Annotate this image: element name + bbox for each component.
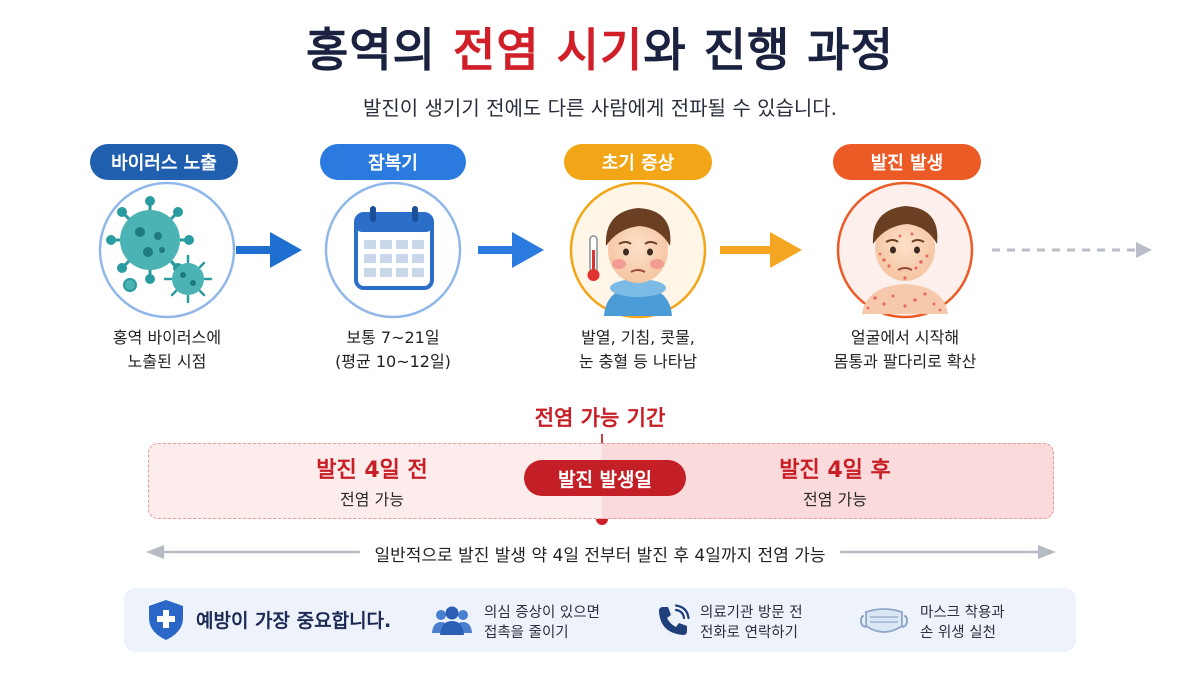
rash-child-icon: [836, 181, 974, 319]
stage-desc-rash-onset: 얼굴에서 시작해 몸통과 팔다리로 확산: [795, 326, 1015, 374]
rash-onset-day-badge: 발진 발생일: [524, 460, 686, 496]
page-subtitle: 발진이 생기기 전에도 다른 사람에게 전파될 수 있습니다.: [362, 96, 838, 120]
connector-arrow-1: [236, 232, 302, 268]
tip-line: 마스크 착용과: [920, 605, 1005, 621]
after-label: 발진 4일 후 전염 가능: [735, 452, 935, 510]
contagious-summary: 일반적으로 발진 발생 약 4일 전부터 발진 후 4일까지 전염 가능: [0, 541, 1200, 566]
title-part1: 홍역의: [306, 23, 454, 77]
sick-child-icon: [569, 181, 707, 319]
calendar-icon: [324, 181, 462, 319]
connector-arrow-2: [478, 232, 544, 268]
stage-pill-early-symptoms: 초기 증상: [564, 144, 712, 180]
prevention-bar: [124, 588, 1076, 652]
after-label-title: 발진 4일 후: [779, 458, 891, 483]
title-highlight: 전염 시기: [453, 23, 644, 77]
people-icon: [432, 606, 472, 635]
tip-call-ahead: 의료기관 방문 전 전화로 연락하기: [700, 603, 803, 643]
stage-desc-incubation: 보통 7~21일 (평균 10~12일): [283, 326, 503, 374]
virus-icon: [98, 181, 236, 319]
page-title: 홍역의 전염 시기와 진행 과정: [0, 14, 1200, 80]
stage-desc-exposure: 홍역 바이러스에 노출된 시점: [57, 326, 277, 374]
prevention-title: 예방이 가장 중요합니다.: [196, 610, 392, 632]
stage-desc-line: 발열, 기침, 콧물,: [581, 328, 695, 347]
stage-pill-exposure: 바이러스 노출: [90, 144, 238, 180]
tip-line: 의료기관 방문 전: [700, 605, 803, 621]
contagious-summary-text: 일반적으로 발진 발생 약 4일 전부터 발진 후 4일까지 전염 가능: [360, 546, 840, 566]
stage-pill-incubation: 잠복기: [320, 144, 466, 180]
after-label-note: 전염 가능: [803, 490, 867, 509]
stage-desc-line: 얼굴에서 시작해: [850, 328, 960, 347]
stage-pill-rash-onset: 발진 발생: [833, 144, 981, 180]
before-label-note: 전염 가능: [340, 490, 404, 509]
stage-desc-line: 몸통과 팔다리로 확산: [833, 352, 977, 371]
connector-arrow-3: [720, 232, 802, 268]
stage-desc-early-symptoms: 발열, 기침, 콧물, 눈 충혈 등 나타남: [528, 326, 748, 374]
before-label: 발진 4일 전 전염 가능: [272, 452, 472, 510]
timeline-end-arrow: [1136, 242, 1152, 258]
contagious-period-title: 전염 가능 기간: [534, 406, 666, 430]
stage-desc-line: (평균 10~12일): [335, 352, 451, 371]
stage-desc-line: 홍역 바이러스에: [112, 328, 222, 347]
tip-line: 의심 증상이 있으면: [484, 605, 600, 621]
tip-reduce-contact: 의심 증상이 있으면 접촉을 줄이기: [484, 603, 600, 643]
before-label-title: 발진 4일 전: [316, 458, 428, 483]
shield-icon: [149, 600, 183, 640]
stage-desc-line: 노출된 시점: [127, 352, 207, 371]
stage-desc-line: 보통 7~21일: [346, 328, 440, 347]
phone-icon: [659, 604, 690, 635]
stage-desc-line: 눈 충혈 등 나타남: [578, 352, 698, 371]
tip-line: 손 위생 실천: [920, 625, 996, 641]
tip-line: 접촉을 줄이기: [484, 625, 569, 641]
mask-icon: [860, 608, 908, 633]
tip-line: 전화로 연락하기: [700, 625, 798, 641]
title-part2: 와 진행 과정: [643, 23, 894, 77]
tip-mask-hygiene: 마스크 착용과 손 위생 실천: [920, 603, 1005, 643]
